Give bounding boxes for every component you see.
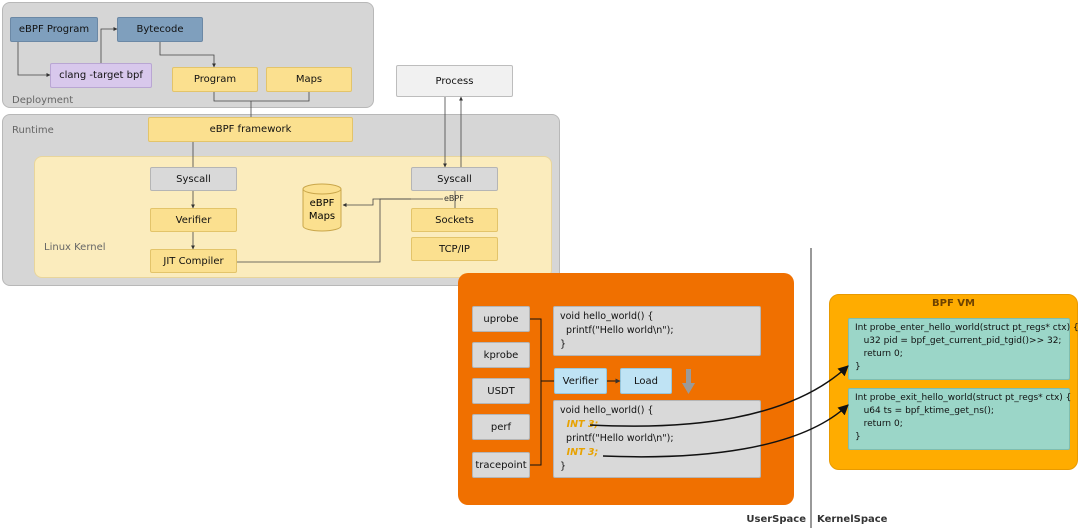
ebpf-program-box: eBPF Program	[10, 17, 98, 42]
code-line: }	[855, 362, 861, 372]
probe-uprobe: uprobe	[472, 306, 530, 332]
int3-line: INT 3;	[560, 419, 599, 430]
verifier-kernel-box: Verifier	[150, 208, 237, 232]
code-line: return 0;	[855, 349, 903, 359]
int3-line: INT 3;	[560, 447, 599, 458]
ebpf-maps-label-1: eBPF	[309, 198, 335, 209]
bytecode-box: Bytecode	[117, 17, 203, 42]
code-line: Int probe_exit_hello_world(struct pt_reg…	[855, 393, 1072, 403]
tcpip-box: TCP/IP	[411, 237, 498, 261]
probe-tracepoint: tracepoint	[472, 452, 530, 478]
process-box: Process	[396, 65, 513, 97]
syscall-left-box: Syscall	[150, 167, 237, 191]
kernelspace-label: KernelSpace	[817, 514, 888, 525]
maps-box: Maps	[266, 67, 352, 92]
verifier-user-box: Verifier	[554, 368, 607, 394]
code-line: u64 ts = bpf_ktime_get_ns();	[855, 406, 994, 416]
code-line: }	[560, 339, 567, 350]
code-line: }	[560, 461, 567, 472]
probe-enter-function: Int probe_enter_hello_world(struct pt_re…	[848, 318, 1079, 380]
load-box: Load	[620, 368, 672, 394]
runtime-label: Runtime	[12, 125, 54, 136]
probe-kprobe: kprobe	[472, 342, 530, 368]
syscall-right-box: Syscall	[411, 167, 498, 191]
userspace-label: UserSpace	[746, 514, 806, 525]
sockets-box: Sockets	[411, 208, 498, 232]
bpf-vm-title: BPF VM	[932, 298, 975, 309]
ebpf-maps-label-2: Maps	[308, 211, 336, 222]
deployment-label: Deployment	[12, 95, 74, 106]
code-line: void hello_world() {	[560, 311, 654, 322]
probe-perf: perf	[472, 414, 530, 440]
ebpf-framework-box: eBPF framework	[148, 117, 353, 142]
program-box: Program	[172, 67, 258, 92]
clang-box: clang -target bpf	[50, 63, 152, 88]
linux-kernel-label: Linux Kernel	[44, 242, 106, 253]
probe-exit-function: Int probe_exit_hello_world(struct pt_reg…	[848, 388, 1072, 450]
probe-usdt: USDT	[472, 378, 530, 404]
ebpf-tag: eBPF	[444, 194, 464, 203]
code-line: void hello_world() {	[560, 405, 654, 416]
code-block-original: void hello_world() { printf("Hello world…	[553, 306, 761, 356]
jit-compiler-box: JIT Compiler	[150, 249, 237, 273]
code-line: printf("Hello world\n");	[560, 433, 674, 444]
code-line: printf("Hello world\n");	[560, 325, 674, 336]
code-line: u32 pid = bpf_get_current_pid_tgid()>> 3…	[855, 336, 1062, 346]
code-block-instrumented: void hello_world() { INT 3; printf("Hell…	[553, 400, 761, 478]
code-line: Int probe_enter_hello_world(struct pt_re…	[855, 323, 1079, 333]
code-line: }	[855, 432, 861, 442]
code-line: return 0;	[855, 419, 903, 429]
